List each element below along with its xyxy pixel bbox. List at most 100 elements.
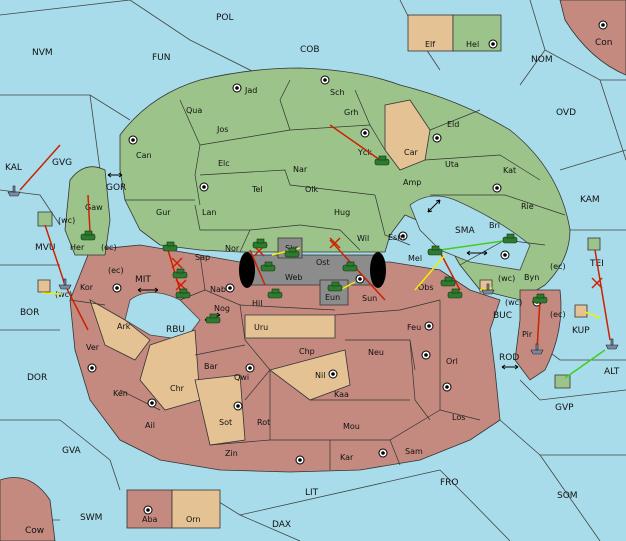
order-red-sap bbox=[167, 249, 181, 291]
label-web: Web bbox=[285, 273, 302, 282]
label-mvu: MVU bbox=[35, 243, 56, 253]
order-yellow-buc bbox=[479, 287, 493, 291]
label-can: Can bbox=[136, 151, 152, 160]
label-hel: Hel bbox=[466, 40, 479, 49]
label-kor: Kor bbox=[80, 283, 94, 292]
rbu-bay bbox=[124, 292, 201, 341]
label-obs: Obs bbox=[418, 283, 434, 292]
label-hil: Hil bbox=[252, 299, 262, 308]
cross-sap2 bbox=[175, 279, 187, 291]
label-con: Con bbox=[595, 38, 613, 48]
label-aba: Aba bbox=[142, 515, 158, 524]
label-jad: Jad bbox=[244, 86, 257, 95]
order-red-ost bbox=[329, 239, 386, 301]
label-rie: Rie bbox=[521, 202, 534, 211]
label-chr: Chr bbox=[170, 384, 185, 393]
coast-ec-kor: (ec) bbox=[108, 266, 124, 275]
label-bri: Bri bbox=[489, 221, 500, 230]
army-mel bbox=[427, 245, 443, 256]
province-gaw[interactable] bbox=[64, 166, 111, 256]
order-green-bri bbox=[439, 239, 511, 251]
label-kar: Kar bbox=[340, 453, 354, 462]
label-fun: FUN bbox=[152, 53, 171, 63]
sea-labels: POL NVM FUN COB NOM Con OVD KAM KAL GVG … bbox=[5, 13, 620, 536]
army-ost bbox=[342, 261, 358, 272]
label-swm: SWM bbox=[80, 513, 102, 523]
label-gaw: Gaw bbox=[85, 203, 103, 212]
province-bor-mark[interactable] bbox=[37, 279, 51, 293]
west-cap bbox=[239, 252, 255, 288]
army-web1 bbox=[260, 261, 276, 272]
label-sma: SMA bbox=[455, 226, 475, 236]
label-mel: Mel bbox=[408, 254, 422, 263]
label-uta: Uta bbox=[445, 160, 459, 169]
supply-centers bbox=[87, 20, 608, 515]
label-dax: DAX bbox=[272, 520, 291, 530]
coast-wc-kor: (wc) bbox=[55, 290, 72, 299]
province-nil[interactable] bbox=[269, 349, 351, 401]
province-mvu-mark[interactable] bbox=[37, 211, 53, 227]
tan-labels: Car Uru Nil Ark Chr Sot Orn bbox=[117, 148, 418, 524]
label-wil: Wil bbox=[357, 234, 369, 243]
army-her bbox=[80, 230, 96, 241]
label-nil: Nil bbox=[315, 371, 325, 380]
army-eun bbox=[327, 281, 343, 292]
order-red-mel bbox=[439, 251, 461, 291]
east-cap bbox=[370, 252, 386, 288]
label-zin: Zin bbox=[225, 449, 238, 458]
coast-ec-pir: (ec) bbox=[550, 310, 566, 319]
coast-wc-byn: (wc) bbox=[498, 274, 515, 283]
label-ver: Ver bbox=[86, 343, 100, 352]
label-cob: COB bbox=[300, 45, 320, 55]
province-gvp-mark[interactable] bbox=[554, 374, 571, 389]
label-orl: Orl bbox=[446, 357, 458, 366]
label-kup: KUP bbox=[572, 326, 590, 336]
province-cow[interactable] bbox=[0, 477, 56, 541]
label-eun: Eun bbox=[325, 293, 340, 302]
legend-orn-box bbox=[171, 489, 221, 529]
sma-sea bbox=[409, 195, 531, 271]
fleet-alt bbox=[605, 338, 619, 350]
label-cow: Cow bbox=[25, 526, 44, 536]
label-uru: Uru bbox=[254, 323, 268, 332]
label-gur: Gur bbox=[156, 208, 171, 217]
label-alt: ALT bbox=[604, 367, 620, 377]
label-rot: Rot bbox=[257, 418, 270, 427]
orders bbox=[19, 124, 611, 379]
label-lan: Lan bbox=[202, 208, 216, 217]
order-red-tei bbox=[594, 249, 611, 341]
fleet-pir bbox=[530, 343, 544, 355]
order-red-gvg bbox=[19, 144, 61, 191]
label-los: Los bbox=[452, 413, 465, 422]
coast-labels: (wc) (ec) (ec) (wc) (wc) (wc) (ec) (ec) bbox=[55, 216, 566, 319]
label-buc: BUC bbox=[493, 311, 512, 321]
label-gvp: GVP bbox=[555, 403, 574, 413]
army-sap2 bbox=[172, 268, 188, 279]
order-yellow-eun bbox=[339, 281, 356, 291]
cross-tei bbox=[591, 277, 603, 289]
label-nom: NOM bbox=[531, 55, 553, 65]
province-uru[interactable] bbox=[244, 314, 336, 339]
province-sot[interactable] bbox=[194, 374, 246, 446]
label-sam: Sam bbox=[405, 447, 423, 456]
coast-wc-mvu: (wc) bbox=[58, 216, 75, 225]
army-obs1 bbox=[440, 276, 456, 287]
cross-ost bbox=[329, 237, 341, 249]
green-labels: Jad Sch Qua Grh Jos Can Elc Nar Yck Amp … bbox=[70, 40, 539, 282]
label-elf: Elf bbox=[425, 40, 435, 49]
province-tei-mark[interactable] bbox=[587, 237, 601, 251]
order-red-byn bbox=[536, 299, 541, 351]
label-nvm: NVM bbox=[32, 48, 53, 58]
label-kat: Kat bbox=[503, 166, 516, 175]
army-yck bbox=[374, 155, 390, 166]
label-nar: Nar bbox=[293, 165, 308, 174]
province-chr[interactable] bbox=[139, 329, 201, 411]
order-green-gvp bbox=[564, 349, 606, 379]
province-kup-mark[interactable] bbox=[574, 304, 588, 318]
province-ark[interactable] bbox=[89, 299, 151, 361]
label-qwi: Qwi bbox=[234, 373, 249, 382]
red-borders bbox=[69, 254, 481, 470]
army-obs2 bbox=[447, 288, 463, 299]
label-sun: Sun bbox=[362, 294, 377, 303]
label-tei: TEI bbox=[589, 259, 604, 269]
